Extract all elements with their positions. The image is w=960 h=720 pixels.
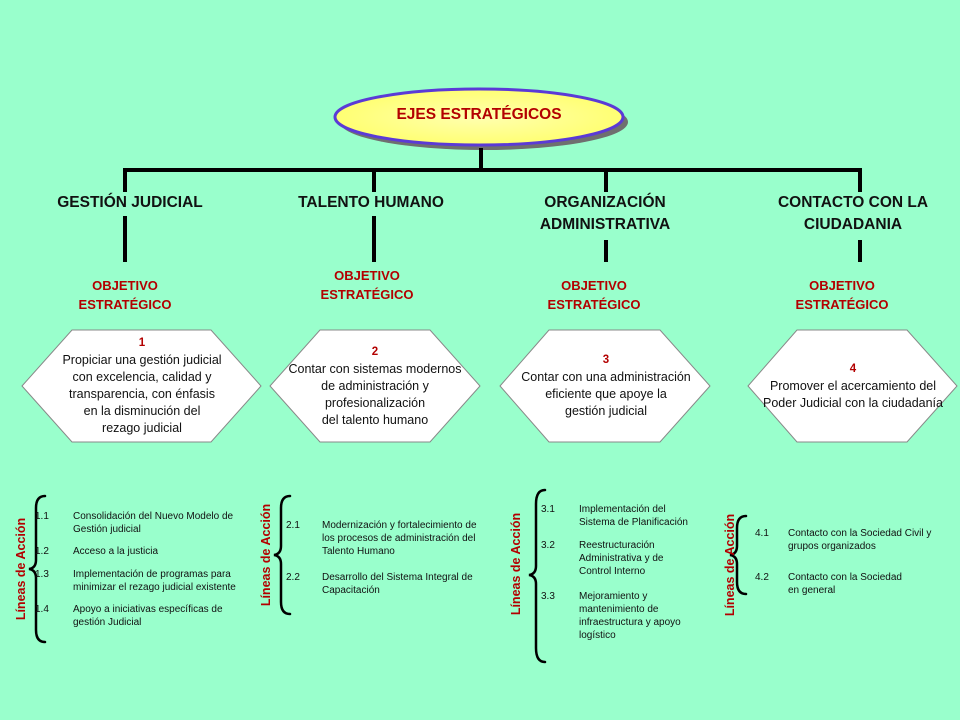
lineas-de-accion-label-1: Líneas de Acción xyxy=(14,517,28,621)
action-brace-3 xyxy=(528,488,547,664)
objective-number-1: 1 xyxy=(138,337,146,349)
objective-hexagon-2 xyxy=(269,329,481,443)
objective-hexagon-3 xyxy=(499,329,711,443)
lineas-de-accion-label-4: Líneas de Acción xyxy=(723,513,737,617)
objective-number-2: 2 xyxy=(371,346,379,358)
pillar-title-organizacion-administrativa: ORGANIZACIÓN ADMINISTRATIVA xyxy=(539,194,671,233)
pillar-title-talento-humano: TALENTO HUMANO xyxy=(298,194,444,211)
objective-text-3: 3 Contar con una administración eficient… xyxy=(500,352,712,420)
pillar-title-contacto-ciudadania: CONTACTO CON LA CIUDADANIA xyxy=(777,194,929,233)
objective-hexagon-1 xyxy=(21,329,262,443)
root-oval xyxy=(333,87,625,147)
action-brace-4 xyxy=(729,514,748,596)
lineas-de-accion-label-3: Líneas de Acción xyxy=(509,512,523,616)
root-title: EJES ESTRATÉGICOS xyxy=(396,106,562,123)
objective-number-3: 3 xyxy=(602,354,610,366)
action-brace-1 xyxy=(28,494,47,644)
objective-hexagon-4 xyxy=(747,329,958,443)
action-brace-2 xyxy=(273,494,292,616)
lineas-de-accion-label-2: Líneas de Acción xyxy=(259,503,273,607)
objective-text-1: 1 Propiciar una gestión judicial con exc… xyxy=(32,335,252,437)
connector-lines xyxy=(123,148,862,262)
pillar-title-gestion-judicial: GESTIÓN JUDICIAL xyxy=(57,194,203,211)
objective-text-2: 2 Contar con sistemas modernos de admini… xyxy=(270,344,480,429)
objective-number-4: 4 xyxy=(849,363,857,375)
objective-text-4: 4 Promover el acercamiento del Poder Jud… xyxy=(748,361,958,412)
